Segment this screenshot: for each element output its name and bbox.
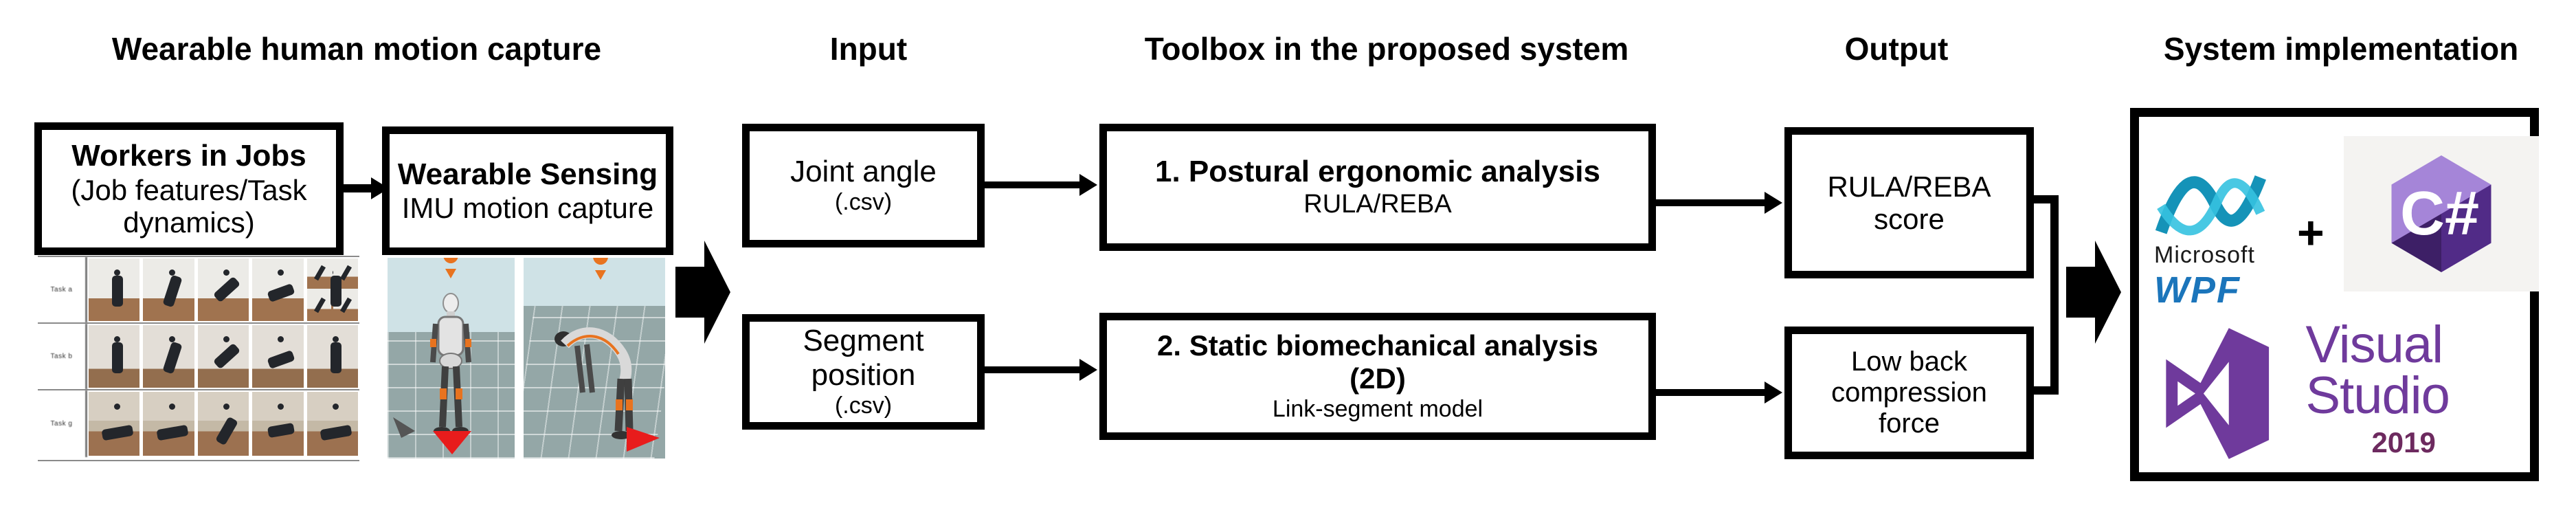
vs-word-visual: Visual bbox=[2305, 316, 2443, 374]
worker-photo-quad bbox=[306, 258, 359, 321]
workers-to-sensing-line bbox=[344, 184, 371, 192]
photo-row-label: Task b bbox=[38, 324, 87, 389]
tool2-to-lowback-arrowhead-icon bbox=[1765, 382, 1782, 404]
segment-to-tool2-arrowhead-icon bbox=[1079, 359, 1097, 381]
bracket-vertical-line bbox=[2050, 195, 2059, 395]
joint-angle-title: Joint angle bbox=[790, 154, 937, 188]
worker-photo bbox=[252, 258, 304, 321]
header-capture: Wearable human motion capture bbox=[111, 31, 602, 67]
worker-photo bbox=[143, 392, 194, 456]
joint-to-tool1-arrowhead-icon bbox=[1079, 174, 1097, 196]
wpf-microsoft-label: Microsoft bbox=[2154, 242, 2255, 268]
worker-photo bbox=[89, 392, 140, 456]
postural-analysis-subtitle: RULA/REBA bbox=[1303, 189, 1452, 219]
worker-photo bbox=[143, 325, 194, 388]
worker-photo bbox=[89, 258, 140, 321]
worker-photo bbox=[143, 258, 194, 321]
lowback-line1: Low back bbox=[1851, 346, 1967, 377]
sensing-title: Wearable Sensing bbox=[397, 157, 658, 191]
worker-photo bbox=[89, 325, 140, 388]
worker-photo bbox=[306, 392, 359, 456]
worker-photo bbox=[306, 325, 359, 388]
capture-to-input-bigarrow-icon bbox=[675, 241, 730, 344]
joint-angle-format: (.csv) bbox=[834, 189, 893, 216]
segment-position-box: Segment position (.csv) bbox=[742, 314, 985, 430]
workers-box: Workers in Jobs (Job features/Task dynam… bbox=[34, 122, 344, 255]
worker-photo bbox=[252, 325, 304, 388]
dotnet-swoosh-icon bbox=[2155, 175, 2266, 236]
bracket-top-line bbox=[2032, 195, 2054, 203]
header-output: Output bbox=[1844, 31, 1949, 67]
system-implementation-box: Microsoft WPF + C# Visual Studio bbox=[2130, 108, 2539, 481]
photo-row: Task a bbox=[38, 257, 359, 324]
worker-photo bbox=[197, 392, 249, 456]
bending-mannequin-illustration bbox=[555, 258, 660, 452]
workers-subtitle: (Job features/Task dynamics) bbox=[71, 173, 307, 239]
photo-row-label: Task g bbox=[38, 390, 87, 457]
lowback-force-box: Low back compression force bbox=[1784, 327, 2034, 459]
avatar-panel-bending bbox=[524, 258, 665, 459]
biomechanical-analysis-subtitle: Link-segment model bbox=[1272, 396, 1483, 423]
workers-to-sensing-arrowhead-icon bbox=[371, 177, 389, 199]
output-to-implementation-bigarrow-icon bbox=[2066, 241, 2121, 344]
rula-score-line2: score bbox=[1874, 203, 1945, 235]
sensing-subtitle: IMU motion capture bbox=[401, 192, 654, 225]
rula-score-line1: RULA/REBA bbox=[1827, 170, 1991, 203]
tool1-to-rula-arrowhead-icon bbox=[1765, 192, 1782, 214]
wpf-product-label: WPF bbox=[2154, 269, 2241, 311]
lowback-line2: compression bbox=[1831, 377, 1987, 408]
postural-analysis-title: 1. Postural ergonomic analysis bbox=[1154, 155, 1600, 189]
worker-photo bbox=[197, 325, 249, 388]
bracket-bottom-line bbox=[2032, 386, 2054, 395]
joint-angle-box: Joint angle (.csv) bbox=[742, 124, 985, 247]
svg-text:C#: C# bbox=[2400, 179, 2479, 248]
rula-score-box: RULA/REBA score bbox=[1784, 127, 2034, 278]
standing-mannequin-illustration bbox=[393, 258, 471, 454]
segment-to-tool2-line bbox=[985, 366, 1081, 373]
visual-studio-bowtie-icon bbox=[2166, 328, 2270, 459]
avatar-panel-standing bbox=[388, 258, 515, 459]
tool2-to-lowback-line bbox=[1656, 389, 1766, 396]
biomechanical-analysis-title: 2. Static biomechanical analysis bbox=[1157, 329, 1598, 362]
header-implementation: System implementation bbox=[2163, 31, 2519, 67]
photo-row: Task g bbox=[38, 390, 359, 457]
vs-year: 2019 bbox=[2371, 426, 2436, 459]
biomechanical-analysis-box: 2. Static biomechanical analysis (2D) Li… bbox=[1099, 313, 1656, 440]
csharp-logo: C# bbox=[2344, 136, 2539, 291]
header-toolbox: Toolbox in the proposed system bbox=[1144, 31, 1629, 67]
visual-studio-logo: Visual Studio 2019 bbox=[2160, 316, 2450, 467]
postural-analysis-box: 1. Postural ergonomic analysis RULA/REBA bbox=[1099, 124, 1656, 251]
sensing-box: Wearable Sensing IMU motion capture bbox=[382, 126, 673, 255]
segment-position-title: Segment position bbox=[803, 324, 924, 392]
biomechanical-analysis-title2: (2D) bbox=[1349, 362, 1406, 395]
csharp-hexagon-icon: C# bbox=[2391, 155, 2491, 272]
header-input: Input bbox=[829, 31, 908, 67]
photo-row-label: Task a bbox=[38, 257, 87, 322]
worker-photo bbox=[197, 258, 249, 321]
worker-photo-grid: Task a Task b Task g bbox=[38, 256, 359, 461]
plus-sign: + bbox=[2297, 207, 2325, 259]
segment-position-format: (.csv) bbox=[834, 392, 893, 419]
wpf-logo: Microsoft WPF bbox=[2154, 166, 2281, 311]
photo-row: Task b bbox=[38, 324, 359, 390]
tool1-to-rula-line bbox=[1656, 199, 1766, 206]
joint-to-tool1-line bbox=[985, 181, 1081, 188]
vs-word-studio: Studio bbox=[2305, 366, 2450, 426]
worker-photo bbox=[252, 392, 304, 456]
lowback-line3: force bbox=[1879, 408, 1940, 439]
workers-title: Workers in Jobs bbox=[71, 139, 306, 173]
